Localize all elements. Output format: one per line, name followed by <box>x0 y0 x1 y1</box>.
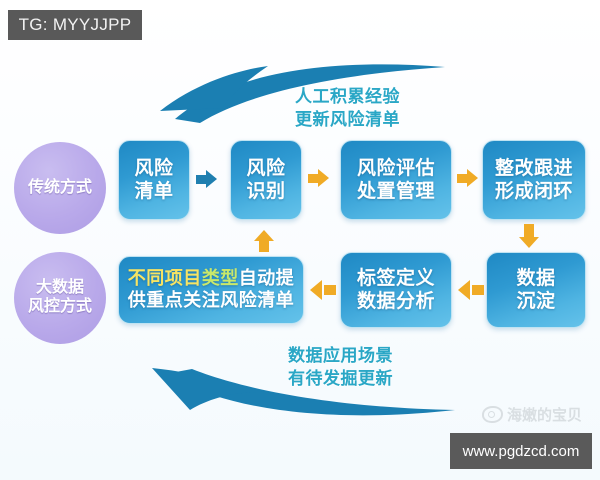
arrow-stem <box>308 174 319 183</box>
arrow-stem <box>472 285 484 295</box>
arrow-head <box>318 169 329 187</box>
auto-list-highlight-project: 不同项目 <box>127 268 202 289</box>
arrow-stem <box>196 175 207 184</box>
arrow-up-icon-autolist-identification <box>254 230 274 254</box>
arrow-stem <box>457 174 468 183</box>
process-box-auto-risk-list-line2: 供重点关注风险清单 <box>127 290 295 310</box>
top-annotation-line2: 更新风险清单 <box>295 109 400 129</box>
process-box-risk-identification[interactable]: 风险 识别 <box>230 140 302 220</box>
arrow-right-icon-step2-step3 <box>308 169 334 188</box>
auto-list-line1-rest: 自动提 <box>238 268 295 289</box>
arrow-head <box>254 230 274 241</box>
bottom-annotation-text: 数据应用场景 有待发掘更新 <box>288 345 393 391</box>
arrow-down-icon-rectify-precipitation <box>519 224 539 248</box>
arrow-right-icon-step3-step4 <box>457 169 483 188</box>
process-box-tag-definition-line2: 数据分析 <box>356 291 435 312</box>
weibo-watermark-text: 海嫩的宝贝 <box>507 407 583 424</box>
stage-label-bigdata: 大数据 风控方式 <box>14 252 106 344</box>
stage-label-bigdata-line2: 风控方式 <box>27 298 92 315</box>
auto-list-highlight-type: 类型 <box>201 268 239 289</box>
arrow-head <box>310 280 322 300</box>
arrow-left-icon-precipitation-tag <box>458 280 484 300</box>
process-box-risk-assessment-line2: 处置管理 <box>356 181 435 202</box>
arrow-head <box>458 280 470 300</box>
arrow-right-icon-step1-step2 <box>196 170 222 189</box>
arrow-head <box>519 237 539 248</box>
arrow-stem <box>324 285 336 295</box>
stage-label-traditional-line1: 传统方式 <box>27 178 92 196</box>
process-box-rectification-line2: 形成闭环 <box>494 181 573 202</box>
top-annotation-text: 人工积累经验 更新风险清单 <box>295 86 400 132</box>
arrow-stem <box>259 238 269 252</box>
process-box-risk-list-line2: 清单 <box>134 181 174 202</box>
process-box-tag-definition-line1: 标签定义 <box>356 267 435 289</box>
weibo-watermark: 海嫩的宝贝 <box>482 404 582 425</box>
tg-channel-tag: TG: MYYJJPP <box>8 10 142 40</box>
bottom-annotation-line2: 有待发掘更新 <box>288 368 393 388</box>
process-box-risk-identification-line2: 识别 <box>246 181 286 202</box>
arrow-left-icon-tag-autolist <box>310 280 336 300</box>
process-box-data-precipitation-line2: 沉淀 <box>516 291 556 312</box>
site-url-tag: www.pgdzcd.com <box>450 433 592 469</box>
top-annotation-line1: 人工积累经验 <box>295 87 400 106</box>
process-box-risk-identification-line1: 风险 <box>246 157 286 179</box>
process-box-auto-risk-list[interactable]: 不同项目类型自动提 供重点关注风险清单 <box>118 256 304 324</box>
stage-label-traditional: 传统方式 <box>14 142 106 234</box>
process-box-data-precipitation-line1: 数据 <box>516 267 556 289</box>
stage-label-bigdata-line1: 大数据 <box>35 279 84 297</box>
weibo-eye-icon <box>482 406 503 423</box>
process-box-tag-definition[interactable]: 标签定义 数据分析 <box>340 252 452 328</box>
process-box-auto-risk-list-line1: 不同项目类型自动提 <box>128 268 295 290</box>
process-box-risk-assessment[interactable]: 风险评估 处置管理 <box>340 140 452 220</box>
process-box-risk-list[interactable]: 风险 清单 <box>118 140 190 220</box>
bottom-annotation-line1: 数据应用场景 <box>288 346 393 365</box>
process-box-rectification-line1: 整改跟进 <box>494 157 573 179</box>
arrow-head <box>206 170 217 188</box>
process-box-risk-list-line1: 风险 <box>134 157 174 179</box>
process-box-data-precipitation[interactable]: 数据 沉淀 <box>486 252 586 328</box>
arrow-stem <box>524 224 534 238</box>
process-box-rectification[interactable]: 整改跟进 形成闭环 <box>482 140 586 220</box>
arrow-head <box>467 169 478 187</box>
process-box-risk-assessment-line1: 风险评估 <box>356 157 435 179</box>
